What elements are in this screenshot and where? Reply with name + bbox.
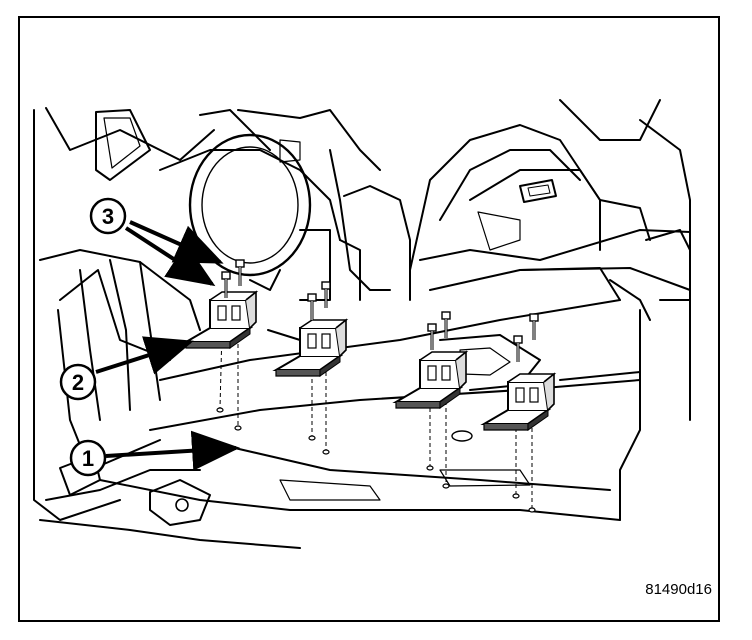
tie-down-bracket-2	[275, 319, 347, 377]
tie-down-bracket-3	[395, 351, 467, 409]
svg-text:1: 1	[82, 446, 94, 471]
bolt-4	[320, 280, 332, 310]
figure-id-label: 81490d16	[645, 581, 712, 598]
rear-body-structure	[159, 109, 411, 341]
left-body-panel	[33, 107, 215, 521]
bolt-5	[426, 322, 438, 352]
callout-2-leader	[95, 336, 194, 375]
figure-frame	[18, 16, 720, 622]
callout-1: 1	[69, 439, 107, 477]
bolt-8	[528, 312, 540, 342]
right-body-panel	[409, 99, 691, 521]
callout-2: 2	[59, 363, 97, 401]
tie-down-bracket-4	[483, 373, 555, 431]
callout-3: 3	[89, 197, 127, 235]
callout-1-leader	[105, 430, 240, 471]
bolt-3	[306, 292, 318, 322]
svg-text:2: 2	[72, 370, 84, 395]
callout-3-leader-b	[124, 226, 216, 287]
mounting-holes	[216, 407, 536, 513]
floor-pan	[39, 299, 641, 549]
bolt-6	[440, 310, 452, 340]
svg-text:3: 3	[102, 204, 114, 229]
